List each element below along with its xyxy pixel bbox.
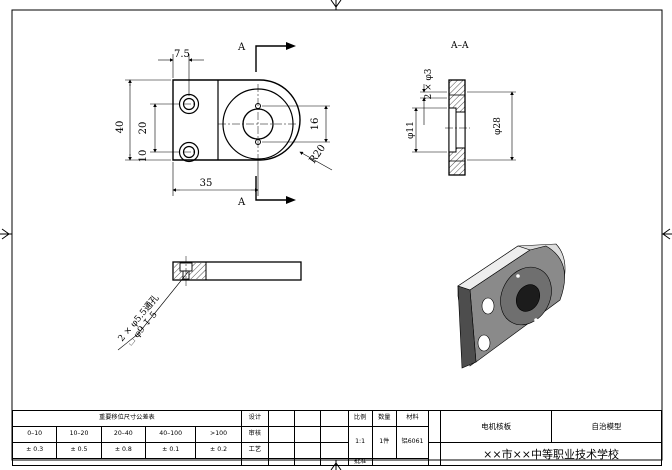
isometric-view <box>457 243 566 369</box>
range-2: 20–40 <box>100 426 146 443</box>
front-dimensions <box>125 54 333 196</box>
dim-length: 35 <box>200 178 213 189</box>
role-approve: 批准 <box>347 457 373 467</box>
tolerance-1: ± 0.5 <box>56 442 102 459</box>
range-1: 10–20 <box>56 426 102 443</box>
tolerance-table-title: 重要移位尺寸公差表 <box>12 410 242 427</box>
dim-section-inner: φ11 <box>406 121 416 139</box>
dim-section-holes: 2 × φ3 <box>424 68 434 99</box>
material-label: 材料 <box>395 410 430 427</box>
section-cut-marks <box>255 45 288 201</box>
tolerance-2: ± 0.8 <box>100 442 146 459</box>
dim-height-total: 40 <box>115 121 126 134</box>
section-dimensions <box>412 84 516 161</box>
scale-value: 1:1 <box>347 426 373 459</box>
section-marker-bottom: A <box>237 197 246 208</box>
tolerance-0: ± 0.3 <box>11 442 58 459</box>
dim-top-width: 7.5 <box>174 49 190 60</box>
top-view <box>172 256 302 286</box>
hole-callout-leader <box>117 271 189 351</box>
range-3: 40–100 <box>144 426 197 443</box>
role-process: 工艺 <box>240 442 269 459</box>
scale-label: 比例 <box>347 410 373 427</box>
range-0: 0–10 <box>11 426 58 443</box>
tolerance-4: ± 0.2 <box>195 442 242 459</box>
school-name: ××市××中等职业技术学校 <box>440 441 662 467</box>
range-4: >100 <box>195 426 242 443</box>
front-view <box>172 79 301 164</box>
dim-bore-half: 16 <box>310 118 321 131</box>
section-view-title: A–A <box>450 41 469 51</box>
drawing-type: 自治模型 <box>551 410 662 443</box>
section-view <box>445 79 470 176</box>
part-name: 电机核板 <box>440 410 553 443</box>
drawing-border <box>11 9 663 461</box>
dim-radius: R20 <box>307 143 328 166</box>
dim-hole-spacing: 20 <box>138 122 149 135</box>
dim-lower-offset: 10 <box>138 150 149 163</box>
qty-label: 数量 <box>371 410 397 427</box>
title-block: 重要移位尺寸公差表 设计 比例 数量 材料 电机核板 自治模型 0–10 10–… <box>11 410 662 467</box>
material-value: 铝6061 <box>395 426 430 459</box>
role-design: 设计 <box>240 410 269 427</box>
section-marker-top: A <box>237 42 246 53</box>
dim-section-outer: φ28 <box>493 117 503 135</box>
role-review: 审核 <box>240 426 269 443</box>
qty-value: 1件 <box>371 426 397 459</box>
tolerance-3: ± 0.1 <box>144 442 197 459</box>
